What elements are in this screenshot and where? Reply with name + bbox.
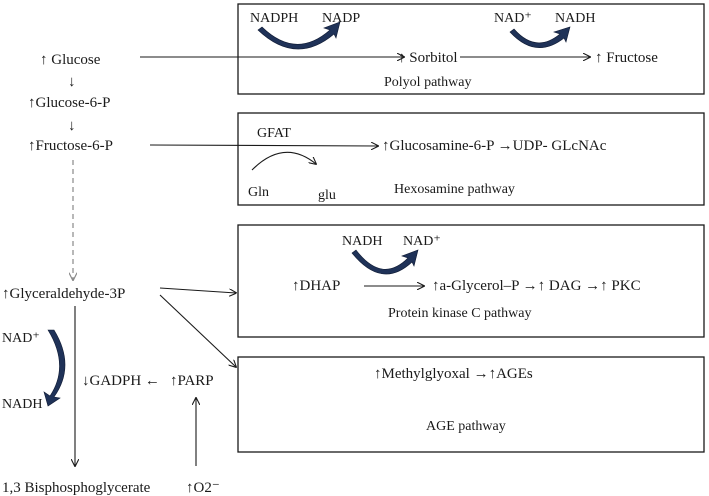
gadph-label: ↓GADPH ← <box>82 373 160 389</box>
polyol-nadph-label: NADPH <box>250 11 298 26</box>
glu-label: glu <box>318 188 336 203</box>
parp-label: ↑PARP <box>170 373 214 389</box>
age-pathway-box <box>237 356 705 453</box>
down-arrow-2: ↓ <box>68 118 76 134</box>
glucose-6-p-label: ↑Glucose-6-P <box>28 95 111 111</box>
polyol-nadh-label: NADH <box>555 11 595 26</box>
nadh-to-nad-curved-arrow <box>351 249 419 275</box>
gfat-label: GFAT <box>257 126 291 141</box>
hexosamine-pathway-box <box>237 112 705 206</box>
polyol-pathway-title: Polyol pathway <box>384 75 472 90</box>
age-chain-label: ↑Methylglyoxal →↑AGEs <box>374 366 533 382</box>
glucosamine-chain-label: ↑Glucosamine-6-P →UDP- GLcNAc <box>382 138 607 154</box>
left-nad-plus-label: NAD⁺ <box>2 331 40 346</box>
glyceraldehyde-3p-label: ↑Glyceraldehyde-3P <box>2 286 125 302</box>
pkc-nadh-label: NADH <box>342 234 382 249</box>
age-pathway-title: AGE pathway <box>426 419 506 434</box>
polyol-pathway-box <box>237 3 705 95</box>
glucose-label: ↑ Glucose <box>40 52 101 68</box>
hexosamine-pathway-title: Hexosamine pathway <box>394 182 515 197</box>
sorbitol-label: ↑ Sorbitol <box>398 50 458 66</box>
polyol-nadp-label: NADP <box>322 11 360 26</box>
gln-label: Gln <box>248 185 269 200</box>
nad-to-nadh-polyol-curved-arrow <box>509 26 571 48</box>
left-nadh-label: NADH <box>2 397 42 412</box>
gln-to-glu-curved-arrow <box>251 151 316 171</box>
nadph-to-nadp-curved-arrow <box>257 21 341 50</box>
pkc-pathway-box <box>237 224 705 338</box>
fructose-6-p-label: ↑Fructose-6-P <box>28 138 113 154</box>
glyceraldehyde-to-age-arrow <box>159 294 236 367</box>
down-arrow-1: ↓ <box>68 74 76 90</box>
glyceraldehyde-to-pkc-arrow <box>159 287 236 293</box>
superoxide-label: ↑O2⁻ <box>186 480 220 496</box>
pkc-nad-plus-label: NAD⁺ <box>403 234 441 249</box>
bisphosphoglycerate-label: 1,3 Bisphosphoglycerate <box>2 480 151 496</box>
pkc-pathway-title: Protein kinase C pathway <box>388 306 531 321</box>
fructose-label: ↑ Fructose <box>595 50 658 66</box>
polyol-nad-plus-label: NAD⁺ <box>494 11 532 26</box>
fructose6p-to-glucosamine-arrow <box>149 145 378 146</box>
nad-to-nadh-curved-arrow <box>43 329 66 407</box>
pkc-chain-label: ↑a-Glycerol–P →↑ DAG →↑ PKC <box>432 278 641 294</box>
dhap-label: ↑DHAP <box>292 278 340 294</box>
